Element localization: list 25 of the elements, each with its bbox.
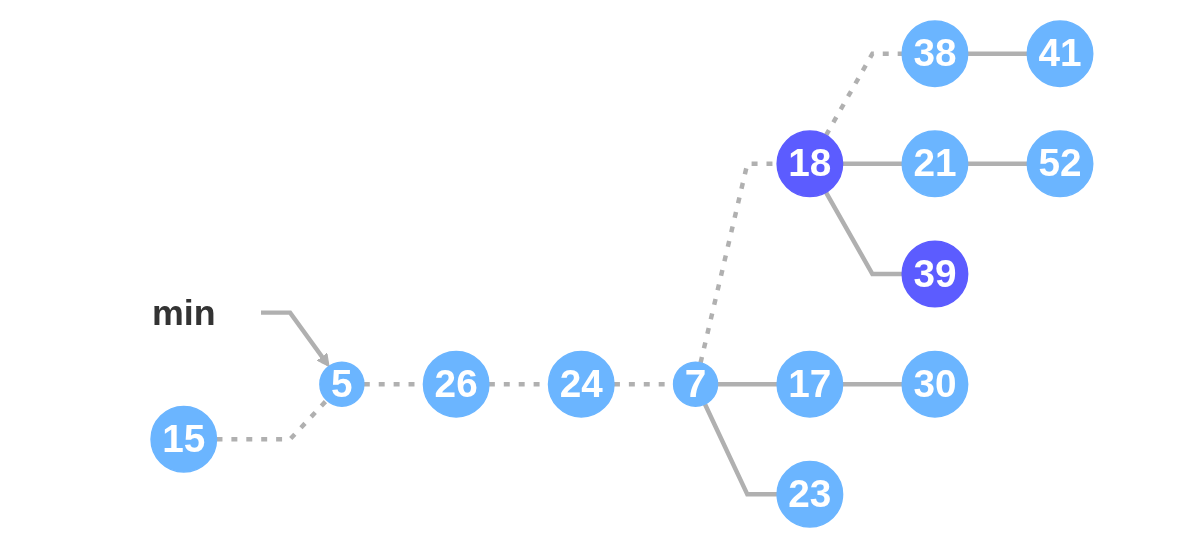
node-circle: 17 (776, 350, 844, 418)
node-circle: 18 (776, 130, 844, 198)
connector (842, 161, 903, 167)
node-circle: 23 (776, 460, 844, 528)
node-circle: 39 (901, 240, 969, 308)
node-circle: 21 (901, 130, 969, 198)
connector (967, 51, 1028, 56)
connector (967, 161, 1028, 167)
connector (842, 381, 903, 387)
node-circle: 41 (1026, 20, 1094, 88)
connector (216, 398, 329, 442)
node-circle: 5 (319, 361, 365, 407)
node-circle: 26 (422, 350, 490, 418)
node-circle: 30 (901, 350, 969, 418)
connector (824, 191, 903, 277)
connector (717, 381, 778, 387)
node-text: min (151, 291, 216, 333)
connector (702, 403, 778, 497)
connector (824, 51, 903, 137)
node-circle: 15 (150, 405, 218, 473)
node-circle: 7 (672, 361, 719, 407)
node-circle: 24 (547, 350, 615, 418)
node-circle: 38 (901, 20, 969, 88)
arrow (260, 310, 330, 367)
node-circle: 52 (1026, 130, 1094, 198)
